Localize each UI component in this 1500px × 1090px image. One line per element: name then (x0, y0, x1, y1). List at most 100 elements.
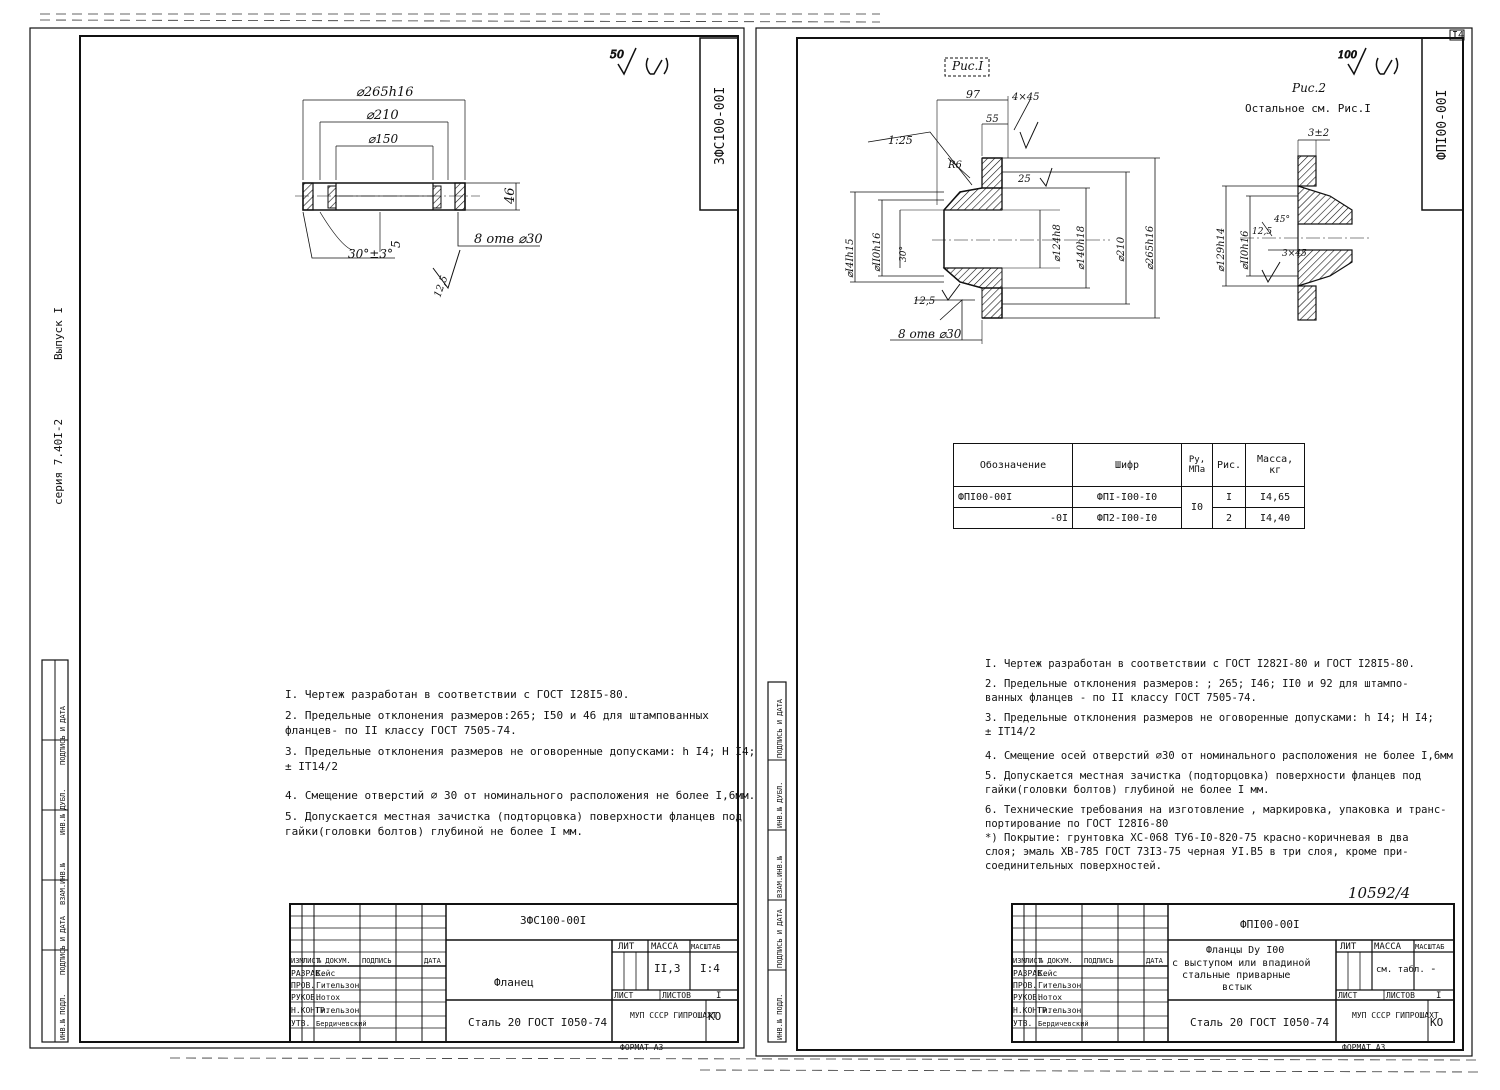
fig2-w: 3±2 (1308, 128, 1329, 139)
right-note-3b: ± IТ14/2 (985, 726, 1036, 738)
fig1-d110: ⌀II0h16 (872, 232, 883, 272)
left-note-4: 4. Смещение отверстий ⌀ 30 от номинально… (285, 789, 756, 802)
left-note-3: 3. Предельные отклонения размеров не ого… (285, 745, 756, 758)
right-tb-person-4: Бердичевский (1038, 1020, 1089, 1028)
spec-r1-fig: 2 (1211, 507, 1247, 529)
left-tb-org: МУП СССР ГИПРОШАХТ (630, 1011, 717, 1020)
right-tb-mass-h: МАССА (1374, 942, 1402, 952)
side-issue-label: Выпуск I (52, 307, 65, 360)
right-tb-org: МУП СССР ГИПРОШАХТ (1352, 1011, 1439, 1020)
right-tb-name-2: с выступом или впадиной (1172, 957, 1310, 969)
left-note-2b: фланцев- по II классу ГОСТ 7505-74. (285, 724, 517, 737)
dim-angle: 30°±3° (348, 247, 393, 261)
left-tb-name: Фланец (494, 976, 534, 989)
left-note-3b: ± IТ14/2 (285, 760, 338, 773)
margin-label-1: ИНВ.№ ПОДЛ. (59, 994, 67, 1040)
left-tb-sheets: I (716, 991, 721, 1001)
fig1-r25-top: 25 (1017, 174, 1031, 185)
fig1-taper: 1:25 (888, 134, 913, 147)
right-note-1: I. Чертеж разработан в соответствии с ГО… (985, 658, 1415, 670)
right-tb-sheets-h: ЛИСТОВ (1386, 991, 1415, 1000)
right-sheet-frame (755, 27, 1473, 1057)
margin-label-2: ПОДПИСЬ И ДАТА (59, 915, 67, 975)
spec-h-fig: Рис. (1211, 443, 1247, 487)
fig1-r125: 12,5 (913, 296, 935, 307)
dim-d150: ⌀150 (368, 132, 398, 146)
left-notes: I. Чертеж разработан в соответствии с ГО… (285, 687, 755, 845)
spec-r0-designation: ФПI00-00I (953, 486, 1073, 508)
table-row: -0I ФП2-I00-I0 2 I4,40 (953, 507, 1306, 529)
right-tb-person-1: Гительзон (1038, 981, 1082, 990)
right-note-3: 3. Предельные отклонения размеров не ого… (985, 712, 1434, 724)
margin-label-3: ВЗАМ.ИНВ.№ (59, 862, 67, 905)
fig2-note: Остальное см. Рис.I (1245, 102, 1371, 115)
right-tb-material: Сталь 20 ГОСТ I050-74 (1190, 1016, 1329, 1029)
left-note-1: I. Чертеж разработан в соответствии с ГО… (285, 688, 630, 701)
right-tb-person-0: Кейс (1038, 969, 1057, 978)
right-tb-col-3: ПОДПИСЬ (1084, 957, 1114, 965)
right-tb-designation: ФПI00-00I (1240, 918, 1300, 931)
spec-r0-code: ФПI-I00-I0 (1072, 486, 1182, 508)
roughness-right: 100 (1338, 50, 1358, 61)
fig1-97: 97 (966, 88, 980, 101)
right-tb-col-2: № ДОКУМ. (1038, 957, 1073, 965)
margin-label-r3: ВЗАМ.ИНВ.№ (776, 855, 784, 898)
left-tb-scale-h: МАСШТАБ (691, 943, 721, 951)
right-title-text: ФПI00-00I Фланцы Dy I00 с выступом или в… (1013, 918, 1445, 1052)
left-tb-role-1: ПРОВ. (291, 981, 315, 990)
left-tb-person-0: Кейс (316, 969, 335, 978)
spec-h-mass: Масса, кг (1245, 443, 1306, 487)
left-tb-col-1: ЛИСТ (303, 957, 321, 965)
scan-artifacts (39, 13, 1481, 1073)
left-tb-person-3: Гительзон (316, 1006, 360, 1015)
right-tb-role-1: ПРОВ. (1013, 981, 1037, 990)
right-tb-mass: см. табл. (1376, 964, 1425, 975)
page-number: I4 (1452, 30, 1464, 41)
right-tb-person-2: Нотох (1038, 993, 1062, 1002)
roughness-value: 50 (610, 48, 624, 61)
inventory-number: 10592/4 (1348, 884, 1410, 902)
left-tb-mass-h: МАССА (651, 942, 679, 952)
spec-r1-code: ФП2-I00-I0 (1072, 507, 1182, 529)
dim-d265: ⌀265h16 (356, 85, 414, 100)
right-tb-name-3: стальные приварные (1182, 970, 1290, 981)
fig2-d129: ⌀129h14 (1216, 228, 1227, 272)
left-note-5: 5. Допускается местная зачистка (подторц… (285, 810, 742, 823)
left-tb-role-3: Н.КОНТР. (291, 1006, 330, 1015)
fig1-r6: R6 (947, 160, 963, 171)
dim-d210: ⌀210 (366, 108, 399, 123)
spec-table: Обозначение Шифр Py, МПа Рис. Масса, кг … (953, 443, 1306, 529)
margin-label-4: ИНВ.№ ДУБЛ. (59, 789, 67, 835)
right-tb-sheet-h: ЛИСТ (1338, 991, 1357, 1000)
fig2-section (1222, 139, 1370, 321)
right-notes: I. Чертеж разработан в соответствии с ГО… (985, 657, 1453, 873)
right-note-5: 5. Допускается местная зачистка (подторц… (985, 770, 1422, 782)
right-tb-role-0: РАЗРАБ. (1013, 969, 1047, 978)
fig1-ang: 30° (899, 246, 909, 262)
left-tb-mass: II,3 (654, 962, 681, 975)
right-note-2: 2. Предельные отклонения размеров: ; 265… (985, 678, 1409, 690)
right-tb-col-4: ДАТА (1146, 957, 1164, 965)
right-tb-person-3: Гительзон (1038, 1006, 1082, 1015)
right-note-7: *) Покрытие: грунтовка ХС-068 ТУ6-I0-820… (985, 832, 1409, 844)
right-tb-role-4: УТВ. (1013, 1019, 1032, 1028)
left-code-stamp: ЗФС100-00I (713, 87, 728, 165)
fig2-d110: ⌀II0h16 (1240, 230, 1251, 270)
fig1-section: 100 (850, 47, 1399, 344)
left-tb-designation: ЗФС100-00I (520, 914, 586, 927)
right-note-7b: слоя; эмаль ХВ-785 ГОСТ 73I3-75 черная У… (985, 846, 1409, 858)
right-tb-name-4: встык (1222, 982, 1252, 993)
left-flange-section: 50 (295, 48, 669, 290)
right-tb-lit: ЛИТ (1340, 942, 1357, 952)
right-note-5b: гайки(головки болтов) глубиной не более … (985, 784, 1270, 796)
spec-h-py: Py, МПа (1181, 443, 1213, 487)
margin-label-r5: ПОДПИСЬ И ДАТА (776, 698, 784, 758)
spec-r0-mass: I4,65 (1245, 486, 1306, 508)
fig2-dims: Рис.2 Остальное см. Рис.I 3±2 ⌀129h14 ⌀I… (1216, 81, 1371, 272)
right-tb-format: ФОРМАТ А3 (1342, 1043, 1386, 1052)
fig2-label: Рис.2 (1291, 81, 1326, 95)
fig1-d210: ⌀210 (1116, 236, 1127, 262)
left-note-2: 2. Предельные отклонения размеров:265; I… (285, 709, 709, 722)
margin-label-r2: ПОДПИСЬ И ДАТА (776, 908, 784, 968)
